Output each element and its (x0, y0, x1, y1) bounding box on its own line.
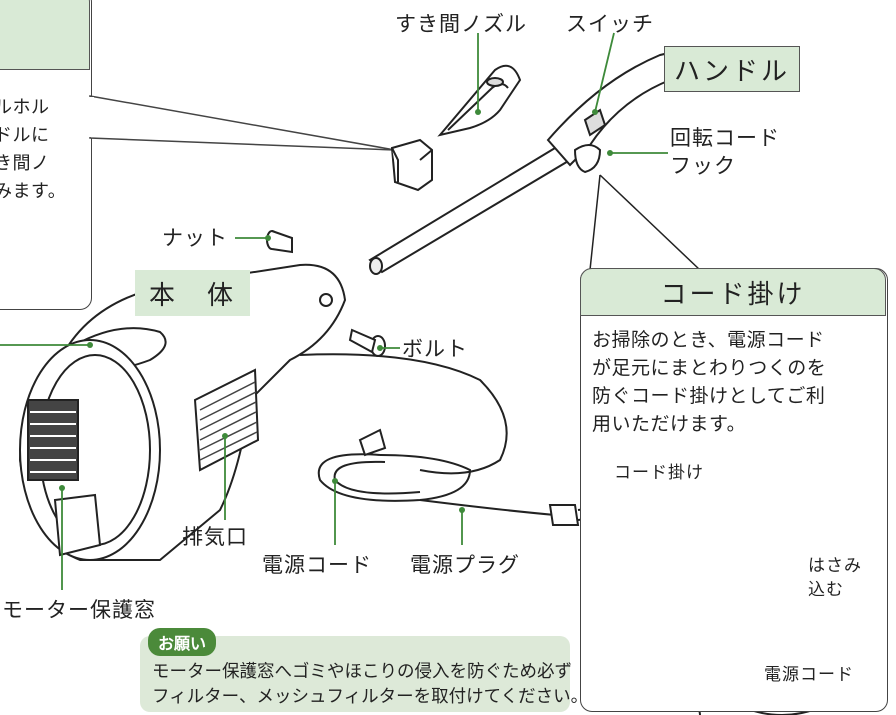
top-left-callout-header (0, 0, 90, 70)
cord-hook-description: お掃除のとき、電源コード が足元にまとわりつくのを 防ぐコード掛けとしてご利 用… (592, 329, 827, 435)
bolt-label: ボルト (402, 337, 468, 361)
handle-drawing (368, 50, 722, 275)
motor-window-label: モーター保護窓 (2, 598, 156, 622)
nut-drawing (266, 230, 293, 254)
inset-power-cord-label: 電源コード (764, 665, 854, 685)
exhaust-label: 排気口 (182, 525, 248, 549)
leader-lines (0, 32, 668, 590)
request-badge: お願い (148, 628, 217, 656)
cord-hook-title: コード掛け (580, 268, 886, 316)
inset-pinch-label: はさみ 込む (808, 556, 862, 600)
callout-pointer (89, 95, 396, 151)
handle-label: ハンドル (664, 46, 800, 92)
leader-dots (59, 109, 613, 513)
gap-nozzle-drawing (437, 64, 522, 137)
power-cord-drawing (299, 353, 596, 526)
body-label: 本 体 (135, 270, 250, 316)
rotating-hook-label: 回転コード フック (670, 126, 780, 178)
gap-nozzle-label: すき間ノズル (395, 12, 527, 36)
request-note-text: モーター保護窓へゴミやほこりの侵入を防ぐため必ず フィルター、メッシュフィルター… (152, 662, 589, 707)
power-plug-label: 電源プラグ (410, 553, 520, 577)
nut-label: ナット (162, 226, 228, 250)
switch-label: スイッチ (566, 12, 654, 36)
bolt-drawing (348, 328, 386, 357)
top-left-callout-text: ルホル ドルに き間ノ みます。 (0, 97, 67, 202)
inset-cord-hook-label: コード掛け (614, 463, 704, 483)
nozzle-holder-clip (390, 138, 433, 192)
power-cord-label: 電源コード (262, 553, 372, 577)
main-body-drawing (18, 263, 347, 561)
